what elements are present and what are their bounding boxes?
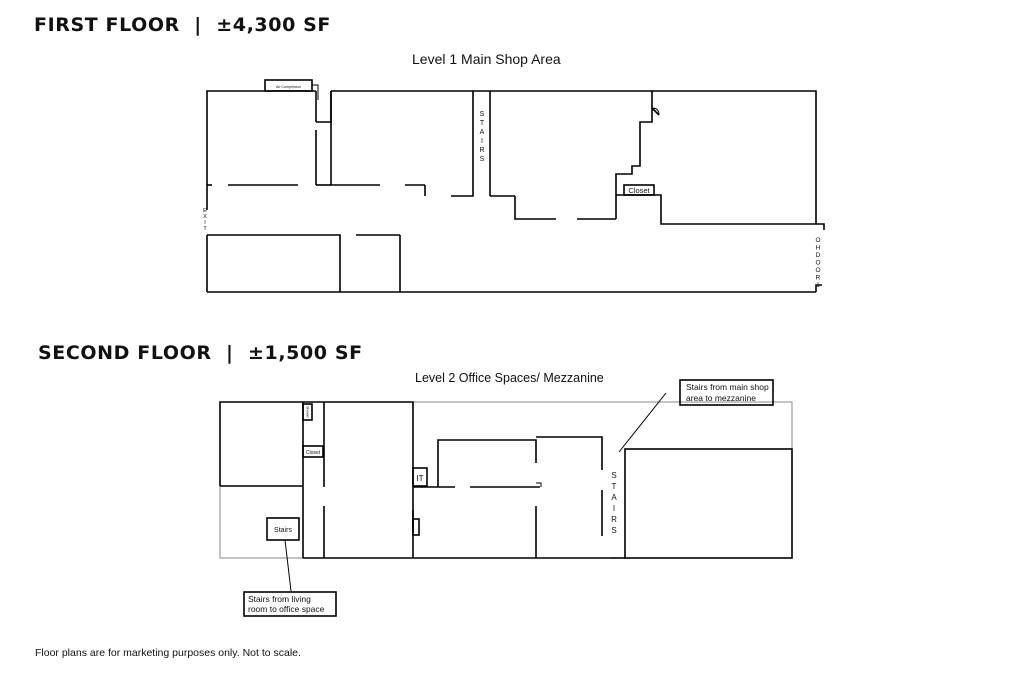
level-2-title: Level 2 Office Spaces/ Mezzanine [415, 371, 604, 385]
air-compressor-label: Air Compressor [276, 85, 302, 89]
outer-wall [652, 90, 817, 224]
office-wall [536, 482, 542, 487]
it-label: IT [416, 474, 423, 483]
stair-wall [514, 196, 556, 220]
office-wall [437, 439, 537, 487]
room-wall [490, 90, 653, 195]
callout-main-shop-line-1: Stairs from main shop [686, 382, 769, 392]
callout-main-shop-line-2: area to mezzanine [686, 393, 756, 403]
outer-wall [816, 223, 825, 230]
callout-box-main-shop [679, 379, 774, 406]
callout-leader [284, 539, 292, 592]
closet-label-l1: Closet [628, 186, 650, 195]
shower-box [302, 403, 313, 421]
office-wall [324, 401, 414, 558]
room-wall [331, 90, 474, 197]
callout-living-line-1: Stairs from living [248, 594, 311, 604]
mezzanine-block [624, 448, 793, 559]
door [651, 107, 660, 116]
office-wall [536, 436, 603, 470]
floor-outline [413, 401, 793, 449]
second-floor-heading: SECOND FLOOR | ±1,500 SF [38, 342, 363, 364]
closet-box-l2 [302, 445, 324, 458]
window [412, 518, 420, 536]
stairs-box-label: Stairs [274, 527, 292, 534]
floor-outline [219, 486, 303, 559]
lower-room-wall [207, 234, 341, 292]
callout-box-living-room [243, 591, 337, 617]
stairs-box [266, 517, 300, 541]
closet-label-l2: Closet [306, 450, 321, 456]
compressor-duct [312, 84, 319, 100]
wall [219, 401, 324, 486]
disclaimer-footer: Floor plans are for marketing purposes o… [35, 647, 301, 659]
first-floor-heading: FIRST FLOOR | ±4,300 SF [34, 14, 331, 36]
outer-wall [815, 284, 822, 292]
closet-wall [616, 194, 816, 225]
it-box [412, 467, 428, 487]
callout-leader [618, 392, 667, 453]
level-1-title: Level 1 Main Shop Area [412, 51, 561, 67]
shower-label: Shower [306, 406, 310, 418]
callout-living-line-2: room to office space [248, 604, 325, 614]
